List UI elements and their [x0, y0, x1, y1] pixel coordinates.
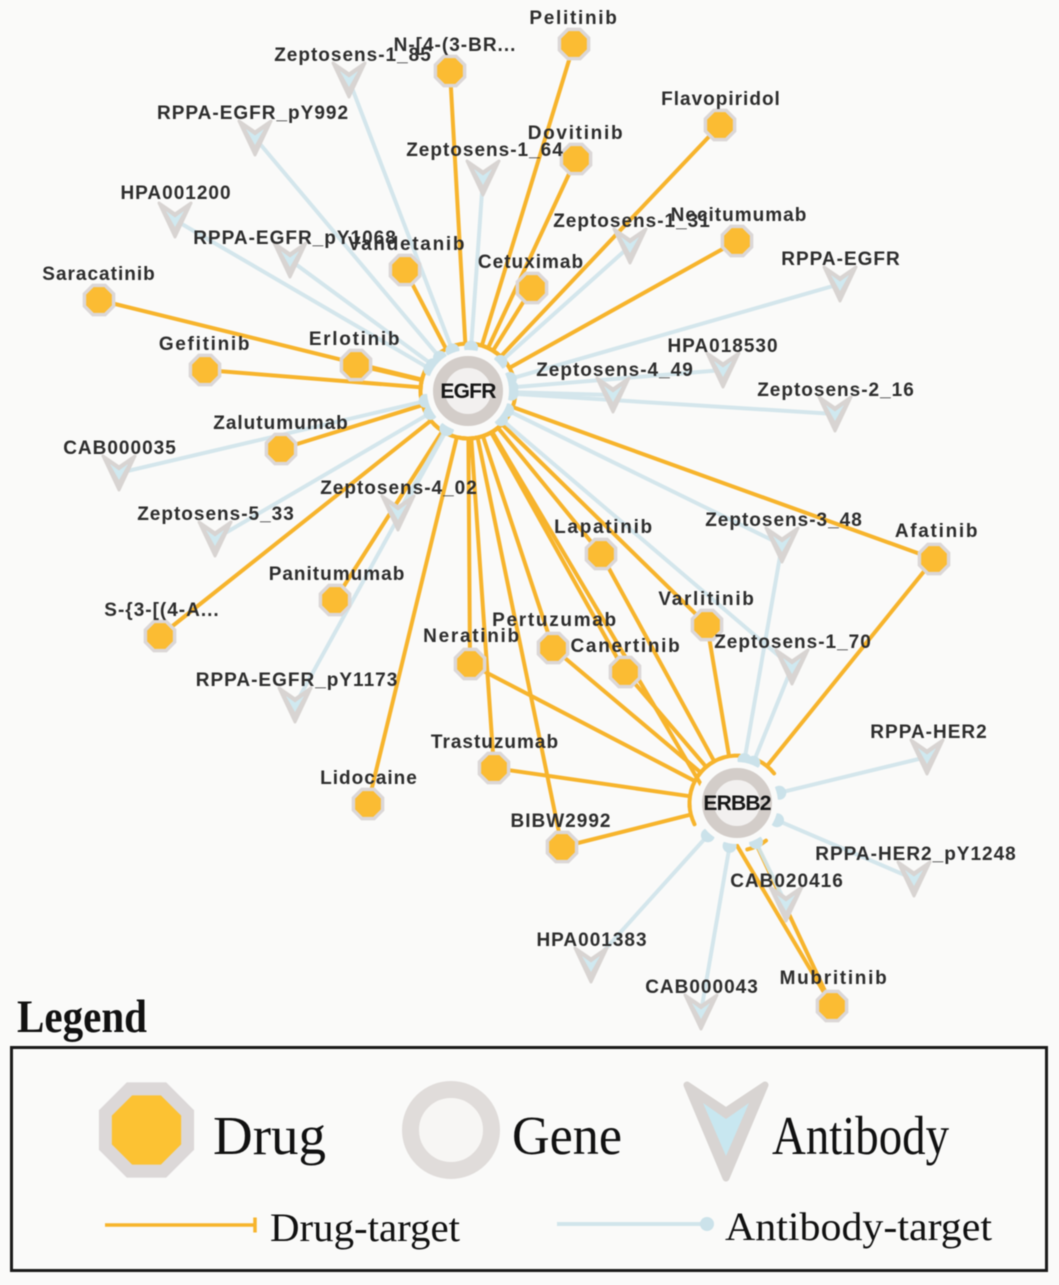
svg-text:HPA018530: HPA018530	[667, 336, 778, 357]
svg-text:Zeptosens-1_31: Zeptosens-1_31	[553, 211, 711, 232]
svg-text:RPPA-EGFR_pY992: RPPA-EGFR_pY992	[157, 103, 349, 124]
svg-text:Saracatinib: Saracatinib	[42, 264, 155, 285]
svg-text:Pelitinib: Pelitinib	[529, 8, 618, 29]
svg-text:Cetuximab: Cetuximab	[478, 252, 584, 273]
svg-text:Drug: Drug	[213, 1105, 326, 1166]
svg-text:BIBW2992: BIBW2992	[511, 811, 612, 832]
svg-text:Canertinib: Canertinib	[571, 636, 682, 657]
svg-text:Vandetanib: Vandetanib	[348, 234, 466, 255]
svg-text:Pertuzumab: Pertuzumab	[492, 610, 618, 631]
svg-text:Neratinib: Neratinib	[423, 626, 521, 647]
svg-text:ERBB2: ERBB2	[703, 792, 770, 815]
svg-text:Flavopiridol: Flavopiridol	[661, 89, 781, 110]
svg-text:Zeptosens-4_02: Zeptosens-4_02	[320, 478, 478, 499]
svg-text:Varlitinib: Varlitinib	[658, 589, 755, 610]
svg-text:CAB000035: CAB000035	[63, 438, 177, 459]
svg-text:Lapatinib: Lapatinib	[554, 517, 654, 538]
svg-text:Zalutumumab: Zalutumumab	[213, 413, 349, 434]
svg-text:Zeptosens-5_33: Zeptosens-5_33	[137, 504, 295, 525]
svg-text:Gene: Gene	[512, 1105, 622, 1166]
svg-text:Necitumumab: Necitumumab	[671, 205, 808, 226]
svg-text:Zeptosens-1_70: Zeptosens-1_70	[714, 632, 872, 653]
svg-text:N-[4-(3-BR...: N-[4-(3-BR...	[394, 35, 517, 56]
svg-text:CAB000043: CAB000043	[645, 977, 759, 998]
svg-text:Drug-target: Drug-target	[270, 1205, 460, 1250]
svg-text:RPPA-HER2_pY1248: RPPA-HER2_pY1248	[815, 844, 1017, 865]
svg-text:Gefitinib: Gefitinib	[159, 334, 251, 355]
svg-text:Trastuzumab: Trastuzumab	[431, 732, 559, 753]
svg-text:Zeptosens-4_49: Zeptosens-4_49	[536, 360, 694, 381]
svg-text:HPA001383: HPA001383	[536, 930, 647, 951]
svg-text:Lidocaine: Lidocaine	[320, 768, 418, 789]
svg-text:Panitumumab: Panitumumab	[269, 564, 406, 585]
svg-text:Mubritinib: Mubritinib	[780, 968, 889, 989]
svg-text:Zeptosens-2_16: Zeptosens-2_16	[757, 380, 915, 401]
svg-text:Dovitinib: Dovitinib	[528, 123, 625, 144]
svg-text:Zeptosens-1_85: Zeptosens-1_85	[274, 45, 432, 66]
svg-text:HPA001200: HPA001200	[120, 183, 231, 204]
svg-text:CAB020416: CAB020416	[730, 871, 844, 892]
svg-text:RPPA-EGFR_pY1068: RPPA-EGFR_pY1068	[193, 228, 397, 249]
svg-text:EGFR: EGFR	[440, 380, 496, 403]
svg-text:Antibody: Antibody	[772, 1105, 949, 1166]
svg-text:Zeptosens-3_48: Zeptosens-3_48	[705, 510, 863, 531]
svg-text:Legend: Legend	[17, 991, 147, 1043]
svg-text:RPPA-EGFR: RPPA-EGFR	[781, 249, 900, 270]
svg-text:RPPA-EGFR_pY1173: RPPA-EGFR_pY1173	[196, 670, 399, 691]
svg-text:S-{3-[(4-A...: S-{3-[(4-A...	[104, 600, 219, 621]
svg-text:Zeptosens-1_64: Zeptosens-1_64	[406, 140, 564, 161]
svg-text:RPPA-HER2: RPPA-HER2	[870, 722, 987, 743]
svg-text:Afatinib: Afatinib	[895, 521, 979, 542]
svg-text:Antibody-target: Antibody-target	[725, 1204, 992, 1249]
svg-text:Erlotinib: Erlotinib	[309, 329, 401, 350]
